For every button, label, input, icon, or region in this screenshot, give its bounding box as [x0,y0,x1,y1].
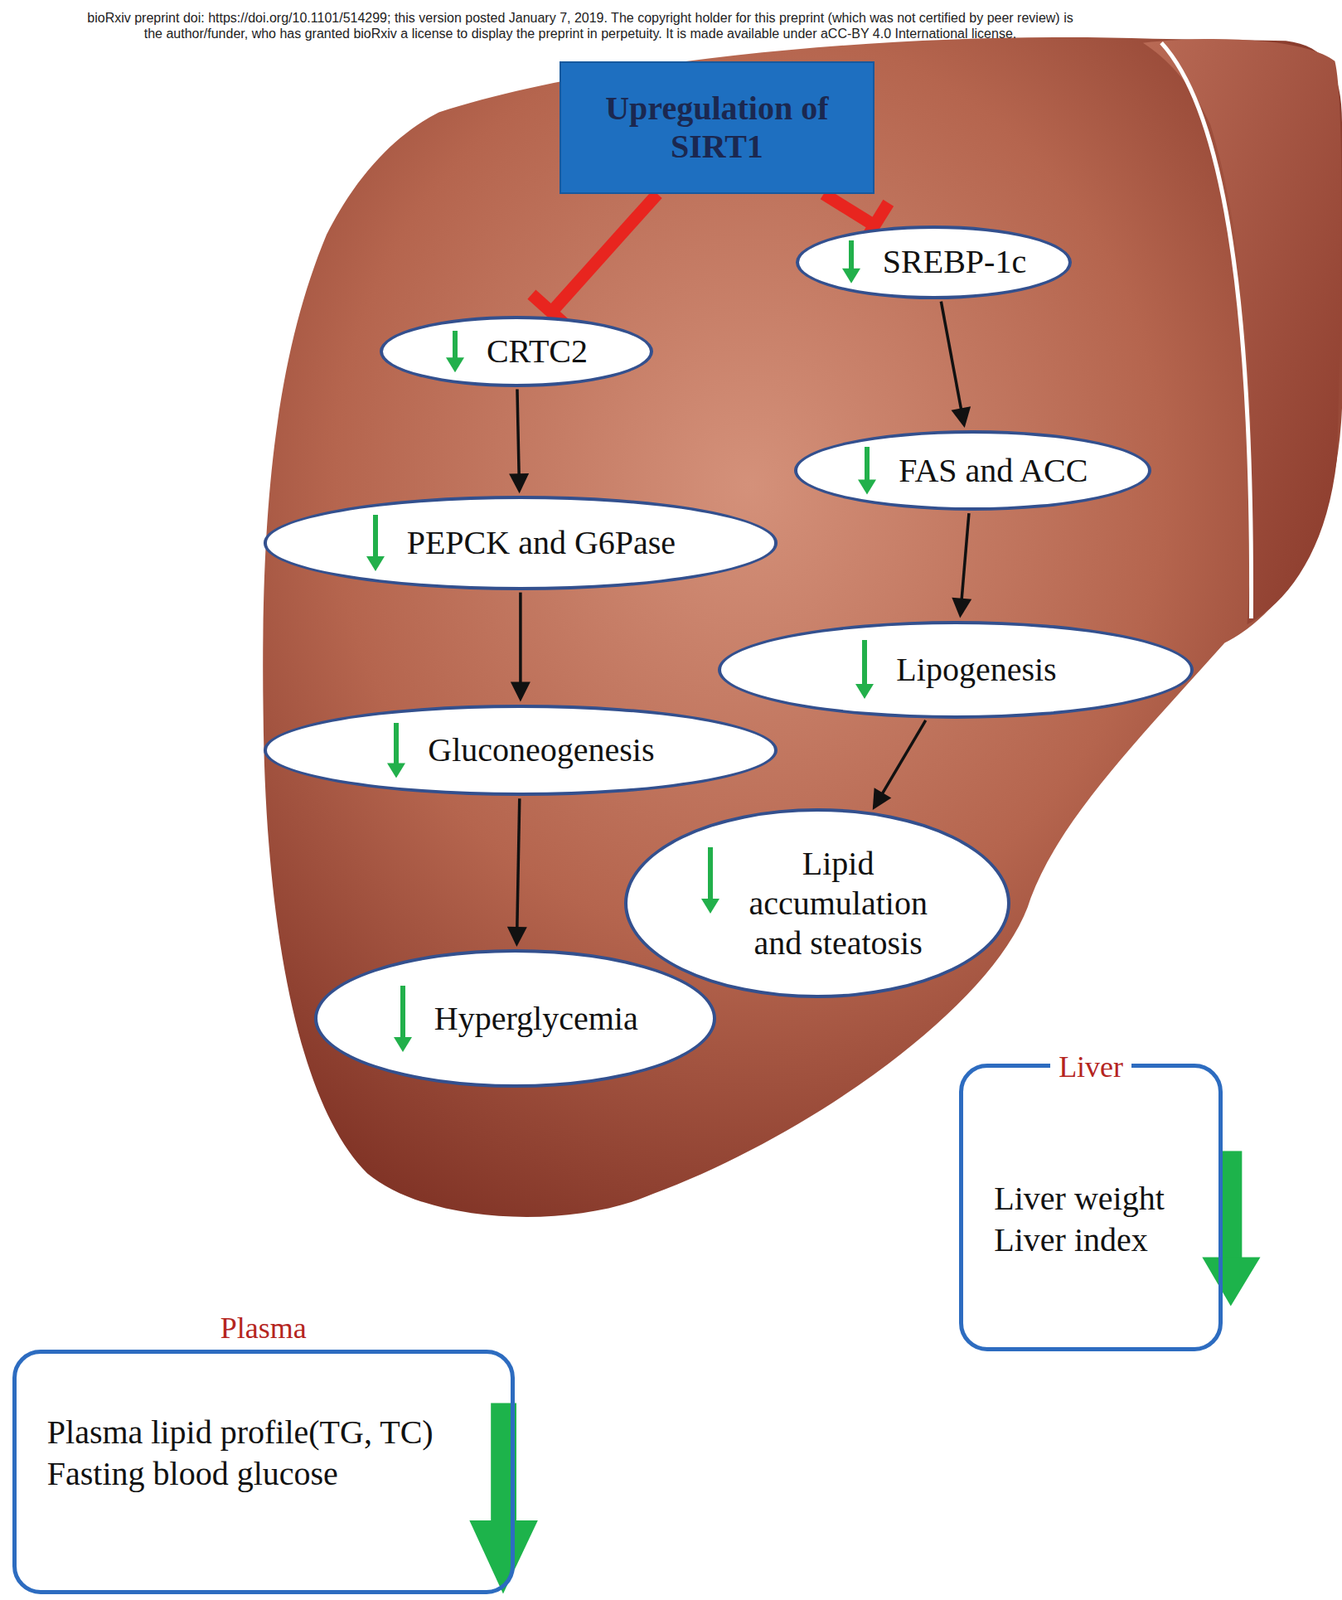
arrow-head [951,597,972,619]
process-text: Lipogenesis [896,649,1057,690]
arrow-shaft [848,240,854,271]
process-ellipse: Gluconeogenesis [263,704,779,797]
ellipse-content: PEPCK and G6Pase [365,514,676,572]
preprint-notice: bioRxiv preprint doi: https://doi.org/10… [82,9,1078,42]
connector-line [518,592,523,684]
arrow-head [701,898,720,914]
arrow-shaft [400,985,406,1039]
arrow-connector [510,592,531,703]
connector-line [517,389,519,476]
arrow-head [842,268,861,284]
arrow-connector [940,301,971,428]
arrow-shaft [864,446,870,482]
arrow-head [445,357,465,373]
ellipse-content: Lipogenesis [854,639,1057,699]
ellipse-text-group: Hyperglycemia [434,998,639,1039]
process-text: Lipid accumulation and steatosis [741,843,935,964]
arrow-head [855,683,874,699]
arrow-shaft [393,722,399,765]
connector-line [881,720,926,795]
ellipse-content: Gluconeogenesis [386,722,655,778]
ellipse-text-group: Gluconeogenesis [427,730,655,771]
arrow-shaft [452,330,458,359]
decrease-arrow-icon [854,639,875,699]
arrow-head [857,479,877,495]
ellipse-content: Lipid accumulation and steatosis [700,843,935,964]
arrow-head [951,406,972,428]
decrease-arrow-icon [365,514,386,572]
panel-body: Liver weight Liver index [993,1177,1202,1261]
ellipse-content: CRTC2 [445,330,588,373]
process-ellipse: PEPCK and G6Pase [263,495,779,590]
panel-heading: Liver [1050,1049,1132,1086]
decrease-arrow [1201,1150,1260,1306]
liver-right-lobe [1143,38,1342,625]
arrow-shaft [707,847,713,901]
ellipse-content: FAS and ACC [857,446,1088,495]
liver-body [262,37,1342,1217]
regulator-box: Upregulation of SIRT1 [559,61,875,194]
ellipse-text-group: FAS and ACC [898,450,1088,491]
summary-panel: PlasmaPlasma lipid profile(TG, TC) Fasti… [12,1349,515,1594]
arrow-connector [872,720,926,810]
decrease-arrow-icon [392,985,413,1052]
connector-line [517,798,520,929]
arrow-head [393,1036,412,1052]
process-text: Hyperglycemia [434,998,639,1039]
arrow-head [510,682,531,703]
ellipse-text-group: PEPCK and G6Pase [406,523,676,563]
arrow-head [508,473,529,494]
summary-panel: LiverLiver weight Liver index [959,1063,1223,1352]
arrow-connector [508,389,529,495]
process-ellipse: CRTC2 [379,315,654,388]
regulator-text: Upregulation of SIRT1 [577,89,857,166]
arrow-head [507,926,528,947]
decrease-arrow-icon [700,847,721,914]
decrease-arrow-icon [445,330,466,373]
connector-line [940,301,961,411]
ellipse-text-group: CRTC2 [486,331,588,372]
arrow-connector [507,798,528,947]
arrow-connector [951,513,972,618]
connector-line [551,193,658,313]
process-ellipse: FAS and ACC [794,430,1152,511]
decrease-arrow [469,1402,538,1594]
panel-heading: Plasma [212,1310,315,1347]
process-ellipse: SREBP-1c [795,225,1071,300]
connector-line [823,193,875,226]
liver-ligament-line [1161,43,1251,619]
decrease-arrow-icon [386,722,407,778]
arrow-head [872,787,892,810]
process-text: PEPCK and G6Pase [406,523,676,563]
ellipse-content: SREBP-1c [841,240,1027,284]
inhibition-connector [531,193,658,330]
process-ellipse: Hyperglycemia [314,949,717,1088]
arrow-shaft [373,514,378,558]
ellipse-text-group: Lipogenesis [896,649,1057,690]
process-text: SREBP-1c [882,242,1027,282]
process-text: Gluconeogenesis [427,730,655,771]
arrow-head [366,556,385,572]
panel-body: Plasma lipid profile(TG, TC) Fasting blo… [47,1411,487,1495]
arrow-shaft [862,639,868,686]
ellipse-text-group: SREBP-1c [882,242,1027,282]
process-ellipse: Lipogenesis [717,620,1195,719]
process-text: FAS and ACC [898,450,1088,491]
ellipse-text-group: Lipid accumulation and steatosis [741,843,935,964]
process-text: CRTC2 [486,331,588,372]
connector-line [961,513,969,601]
arrow-head [387,762,406,778]
process-ellipse: Lipid accumulation and steatosis [624,808,1010,999]
decrease-arrow-icon [841,240,862,284]
decrease-arrow-icon [857,446,877,495]
ellipse-content: Hyperglycemia [392,985,639,1052]
